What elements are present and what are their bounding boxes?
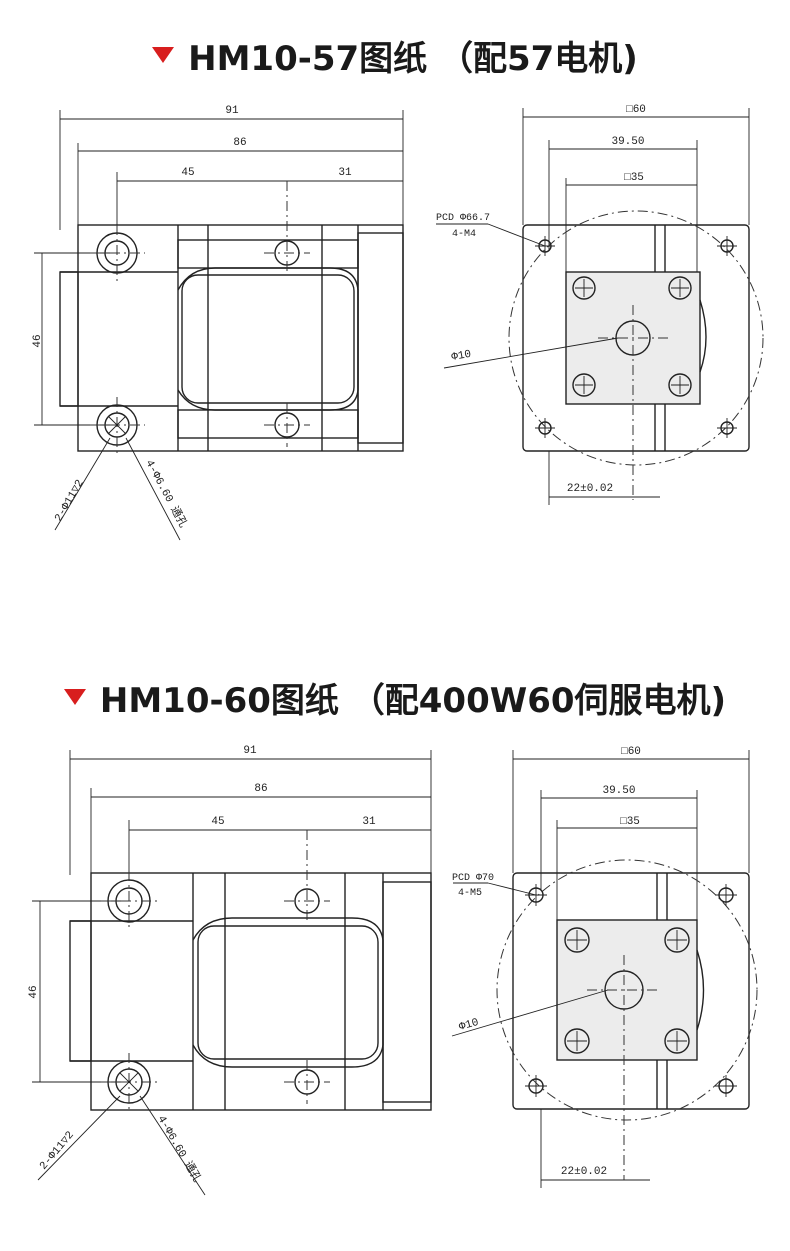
dim-left-label: 45	[181, 167, 194, 179]
note-hole-label: 2-Φ11▽2	[38, 1129, 77, 1172]
bore-label: Φ10	[458, 1017, 480, 1034]
pcd-label: PCD Φ66.7	[436, 213, 490, 224]
dim-body-label: 86	[233, 137, 246, 149]
dim-height-label: 46	[32, 334, 44, 347]
side-view-1: 91 86 45 31 46	[32, 105, 404, 541]
pcd-label: PCD Φ70	[452, 873, 494, 884]
dim-right-label: 31	[338, 167, 352, 179]
section-2-title: HM10-60图纸 （配400W60伺服电机)	[99, 680, 727, 721]
section-2-header: HM10-60图纸 （配400W60伺服电机)	[0, 672, 790, 722]
front-view-2: □60 39.50 □35 PCD Φ70 4-M5	[451, 746, 758, 1188]
note-thru-label: 4-Φ6.60 通孔	[155, 1113, 205, 1185]
screw-label: 4-M5	[458, 888, 482, 899]
dim-body-label: 86	[254, 783, 267, 795]
drawing-hm10-60: 91 86 45 31 46	[28, 745, 758, 1196]
triangle-down-icon	[63, 689, 86, 705]
dim-inner-label: □35	[624, 172, 644, 184]
front-view-1: □60 39.50 □35 PCD Φ66.7 4-M4	[436, 104, 764, 505]
dim-right-label: 31	[362, 816, 376, 828]
dim-height-label: 46	[28, 985, 40, 998]
tol-label: 22±0.02	[567, 483, 613, 495]
drawing-hm10-57: 91 86 45 31 46	[32, 104, 764, 541]
side-view-2: 91 86 45 31 46	[28, 745, 432, 1196]
dim-offset-label: 39.50	[611, 136, 644, 148]
triangle-down-icon	[152, 47, 175, 63]
screw-label: 4-M4	[452, 229, 476, 240]
section-1-title: HM10-57图纸 （配57电机)	[188, 38, 638, 79]
dim-total-label: 91	[225, 105, 239, 117]
note-thru-label: 4-Φ6.60 通孔	[142, 457, 189, 530]
dim-square-label: □60	[626, 104, 646, 116]
dim-total-label: 91	[243, 745, 257, 757]
dim-offset-label: 39.50	[602, 785, 635, 797]
bore-label: Φ10	[451, 349, 473, 364]
dim-left-label: 45	[211, 816, 224, 828]
dim-square-label: □60	[621, 746, 641, 758]
dim-inner-label: □35	[620, 816, 640, 828]
tol-label: 22±0.02	[561, 1166, 607, 1178]
bolt-holes	[535, 236, 737, 438]
note-hole-label: 2-Φ11▽2	[53, 478, 87, 524]
section-1-header: HM10-57图纸 （配57电机)	[0, 30, 790, 80]
